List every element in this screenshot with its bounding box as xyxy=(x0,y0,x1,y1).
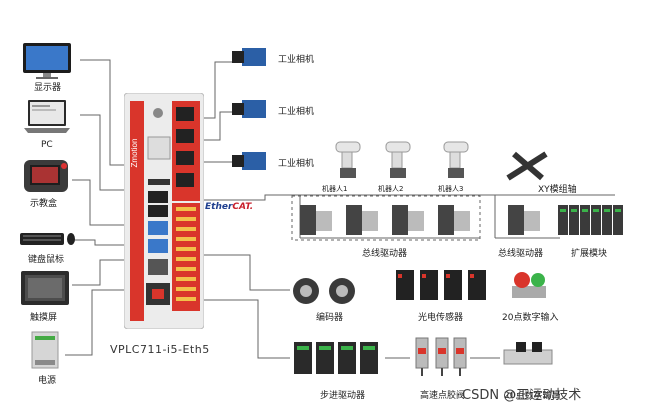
watermark: CSDN @正运动技术 xyxy=(462,388,582,403)
camera-icon xyxy=(232,98,268,120)
camera-label-1: 工业相机 xyxy=(278,55,315,65)
keyboard-label: 键盘鼠标 xyxy=(28,255,65,265)
stepper-drive-group xyxy=(294,340,384,376)
dispense-valve-label: 高速点胶阀 xyxy=(420,391,466,401)
teach-pendant-icon xyxy=(22,156,70,196)
camera-icon xyxy=(232,46,268,68)
robot-label-1: 机器人1 xyxy=(322,185,348,193)
power-label: 电源 xyxy=(38,376,57,386)
expansion-module-icon xyxy=(558,205,624,235)
encoder-icon xyxy=(292,276,362,306)
camera-label-3: 工业相机 xyxy=(278,159,315,169)
power-supply-icon xyxy=(30,330,64,370)
pc-label: PC xyxy=(41,140,53,150)
robot-label-3: 机器人3 xyxy=(438,185,464,193)
scara-robot-icon xyxy=(440,140,474,180)
solenoid-valve-icon xyxy=(502,340,554,372)
solenoid-label: 20点数字输出 xyxy=(504,391,561,401)
push-button-icon xyxy=(510,268,548,300)
teach-pendant-label: 示教盒 xyxy=(30,199,58,209)
xy-module-icon xyxy=(506,148,550,184)
bus-drive-single-label: 总线驱动器 xyxy=(498,249,544,259)
touchscreen-icon xyxy=(20,270,70,306)
servo-drive-group xyxy=(296,203,476,237)
encoder-label: 编码器 xyxy=(316,313,344,323)
expansion-label: 扩展模块 xyxy=(571,249,608,259)
photo-sensor-icon xyxy=(396,268,492,302)
monitor-label: 显示器 xyxy=(34,83,62,93)
dispense-valve-icon xyxy=(410,334,470,378)
bus-drive-group-label: 总线驱动器 xyxy=(362,249,408,259)
camera-icon xyxy=(232,150,268,172)
xy-module-label: XY模组轴 xyxy=(538,185,577,195)
monitor-icon xyxy=(22,42,72,79)
controller-model-label: VPLC711-i5-Eth5 xyxy=(110,343,210,356)
camera-label-2: 工业相机 xyxy=(278,107,315,117)
svg-text:Zmotion: Zmotion xyxy=(130,139,139,168)
touchscreen-label: 触摸屏 xyxy=(30,313,58,323)
photo-sensor-label: 光电传感器 xyxy=(418,313,464,323)
keyboard-icon xyxy=(20,230,76,246)
digital-input-label: 20点数字输入 xyxy=(502,313,559,323)
servo-drive-icon xyxy=(506,203,542,237)
scara-robot-icon xyxy=(332,140,366,180)
stepper-drive-label: 步进驱动器 xyxy=(320,391,366,401)
laptop-icon xyxy=(22,98,72,136)
ethercat-logo: EtherCAT. xyxy=(205,202,254,212)
vplc-controller: Zmotion xyxy=(123,92,205,330)
scara-robot-icon xyxy=(382,140,416,180)
robot-label-2: 机器人2 xyxy=(378,185,404,193)
